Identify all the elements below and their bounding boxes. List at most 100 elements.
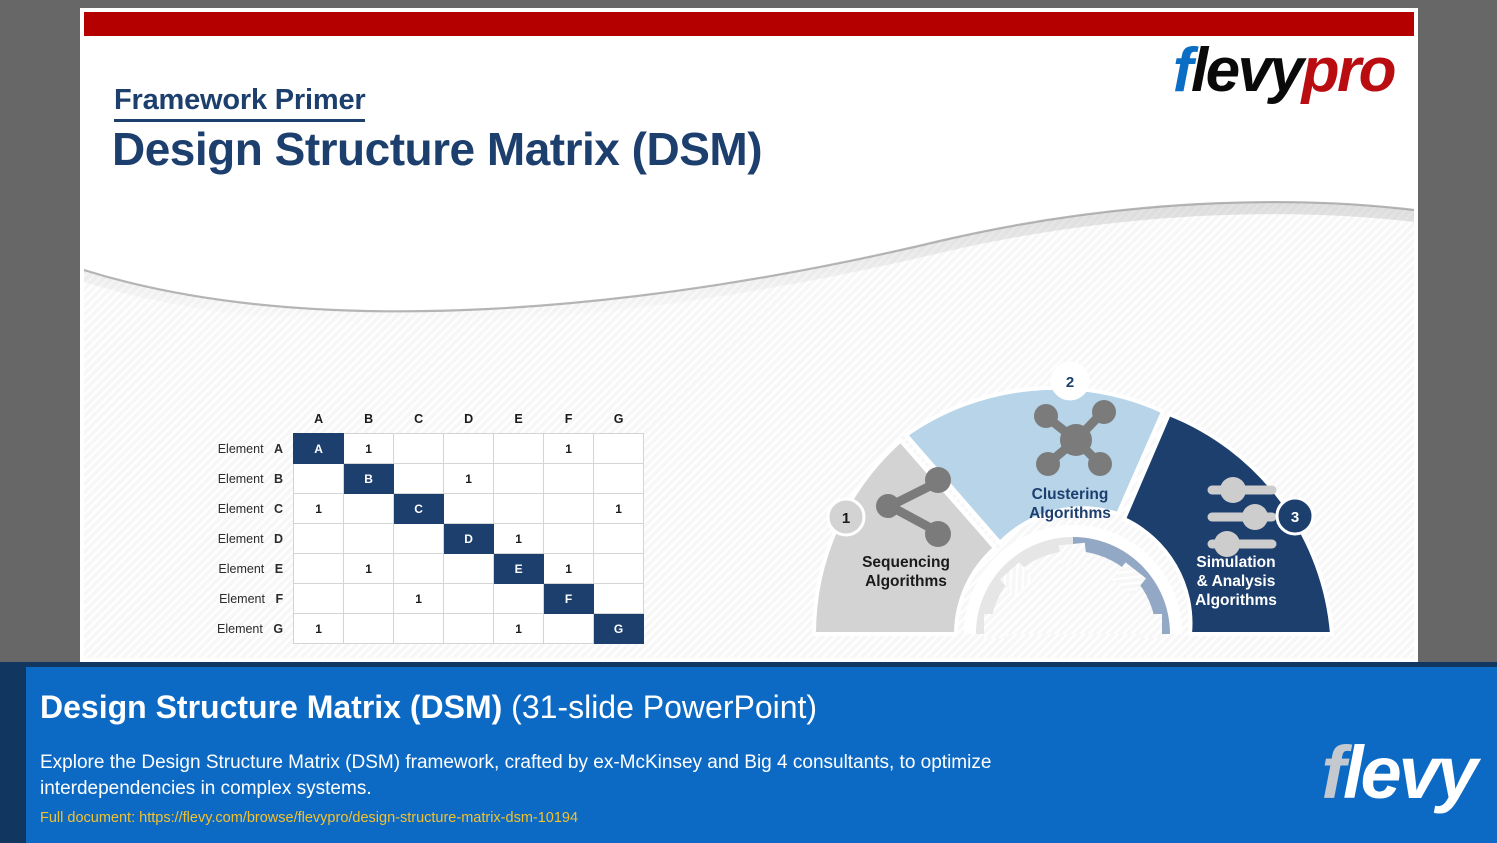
fan-label-clustering-2: Algorithms (1029, 505, 1111, 522)
dsm-cell[interactable] (593, 583, 645, 614)
dsm-cell[interactable] (293, 523, 345, 554)
dsm-row-label: Element B (217, 471, 284, 486)
dsm-cell[interactable] (393, 553, 445, 584)
dsm-cell[interactable]: 1 (493, 613, 545, 644)
dsm-cell[interactable] (493, 433, 545, 464)
product-banner: Design Structure Matrix (DSM) (31-slide … (0, 662, 1497, 843)
share-nodes-icon (876, 467, 951, 547)
dsm-cell[interactable] (593, 553, 645, 584)
network-nodes-icon (1034, 400, 1116, 476)
fan-label-simulation-3: Algorithms (1195, 592, 1277, 609)
dsm-corner-cell (217, 404, 294, 434)
dsm-diagonal-cell[interactable]: C (393, 493, 445, 524)
dsm-diagonal-cell[interactable]: B (343, 463, 395, 494)
dsm-diagonal-cell[interactable]: A (293, 433, 345, 464)
dsm-cell[interactable] (493, 493, 545, 524)
dsm-cell[interactable] (543, 463, 595, 494)
dsm-cell[interactable]: 1 (443, 463, 495, 494)
dsm-col-header: F (564, 411, 573, 426)
dsm-col-header: G (613, 411, 624, 426)
fan-segment-clustering[interactable] (903, 385, 1166, 546)
dsm-diagonal-cell[interactable]: G (593, 613, 645, 644)
flevypro-logo-levy: levy (1190, 36, 1304, 105)
fan-badge-2[interactable]: 2 (1050, 361, 1090, 401)
fan-label-sequencing-1: Sequencing (862, 554, 950, 571)
flevypro-logo-f: f (1172, 36, 1194, 105)
fan-label-simulation-1: Simulation (1196, 554, 1275, 571)
dsm-diagonal-cell[interactable]: D (443, 523, 495, 554)
dsm-cell[interactable] (443, 613, 495, 644)
flevypro-logo-pro: pro (1301, 36, 1397, 105)
banner-document-link[interactable]: Full document: https://flevy.com/browse/… (40, 810, 579, 826)
dsm-cell[interactable] (393, 433, 445, 464)
fan-badge-3[interactable]: 3 (1275, 496, 1315, 536)
fan-segment-simulation[interactable] (1121, 411, 1335, 636)
dsm-cell[interactable]: 1 (593, 493, 645, 524)
dsm-diagonal-cell[interactable]: F (543, 583, 595, 614)
dsm-cell[interactable] (343, 613, 395, 644)
dsm-cell[interactable]: 1 (343, 433, 395, 464)
fan-badge-3-text: 3 (1291, 509, 1299, 526)
dsm-cell[interactable]: 1 (343, 553, 395, 584)
dsm-cell[interactable] (293, 583, 345, 614)
dsm-cell[interactable] (543, 613, 595, 644)
dsm-cell[interactable]: 1 (293, 493, 345, 524)
banner-top-strip (0, 662, 1497, 667)
dsm-cell[interactable] (593, 463, 645, 494)
flevy-logo-f: f (1321, 731, 1346, 814)
dsm-cell[interactable] (593, 523, 645, 554)
dsm-cell[interactable]: 1 (543, 553, 595, 584)
dsm-cell[interactable] (543, 493, 595, 524)
page-title: Design Structure Matrix (DSM) (112, 123, 763, 175)
dsm-cell[interactable] (343, 583, 395, 614)
dsm-cell[interactable] (493, 463, 545, 494)
table-row: Element C 1 C 1 (217, 493, 645, 524)
dsm-col-header: C (414, 411, 424, 426)
dsm-col-header: B (364, 411, 374, 426)
dsm-row-label: Element C (217, 501, 284, 516)
dsm-cell[interactable] (443, 493, 495, 524)
dsm-cell[interactable] (393, 613, 445, 644)
dsm-row-label: Element F (219, 591, 284, 606)
dsm-cell[interactable] (593, 433, 645, 464)
dsm-cell[interactable] (443, 583, 495, 614)
banner-description: Explore the Design Structure Matrix (DSM… (40, 752, 992, 799)
fan-badge-1[interactable]: 1 (826, 497, 866, 537)
dsm-cell[interactable] (293, 463, 345, 494)
flevypro-logo: flevypro (1173, 40, 1397, 102)
banner-title-bold: Design Structure Matrix (DSM) (40, 689, 503, 725)
dsm-cell[interactable] (543, 523, 595, 554)
dsm-col-header: D (464, 411, 474, 426)
dsm-cell[interactable]: 1 (293, 613, 345, 644)
dsm-cell[interactable]: 1 (393, 583, 445, 614)
fan-label-sequencing-2: Algorithms (865, 573, 947, 590)
fan-segment-sequencing[interactable] (811, 437, 998, 636)
dsm-cell[interactable] (293, 553, 345, 584)
dsm-cell[interactable] (393, 463, 445, 494)
table-row: Element F 1 F (217, 583, 645, 614)
dsm-header-row: A B C D E F G (217, 404, 644, 434)
dsm-diagonal-cell[interactable]: E (493, 553, 545, 584)
dsm-cell[interactable] (443, 553, 495, 584)
dsm-row-label: Element D (217, 531, 284, 546)
dsm-row-label: Element G (217, 621, 284, 636)
gear-hub-icon (964, 525, 1182, 638)
dsm-row-label: Element E (218, 561, 284, 576)
dsm-cell[interactable] (343, 493, 395, 524)
dsm-cell[interactable] (493, 583, 545, 614)
flevy-logo: flevy (1321, 736, 1478, 810)
fan-label-clustering-1: Clustering (1032, 486, 1109, 503)
dsm-cell[interactable]: 1 (493, 523, 545, 554)
table-row: Element B B 1 (217, 463, 645, 494)
dsm-cell[interactable]: 1 (543, 433, 595, 464)
banner-title: Design Structure Matrix (DSM) (31-slide … (40, 689, 817, 726)
dsm-cell[interactable] (443, 433, 495, 464)
top-red-bar (84, 12, 1414, 36)
eyebrow-label: Framework Primer (114, 84, 366, 122)
algorithm-fan-diagram: Sequencing Algorithms Clustering Algorit… (808, 361, 1338, 647)
dsm-cell[interactable] (393, 523, 445, 554)
dsm-cell[interactable] (343, 523, 395, 554)
fan-svg: Sequencing Algorithms Clustering Algorit… (811, 361, 1335, 638)
